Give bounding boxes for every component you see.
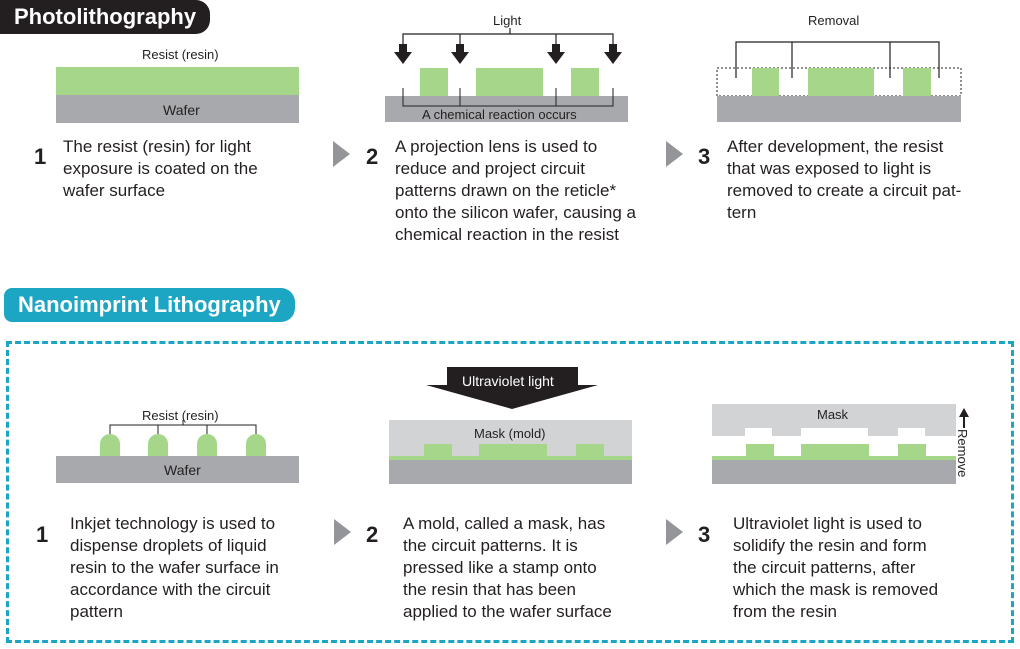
resist-block	[903, 68, 931, 96]
resist-block	[571, 68, 599, 96]
nanoimprint-frame	[6, 341, 1014, 643]
removal-label: Removal	[808, 13, 860, 28]
resin-pattern	[746, 444, 774, 456]
resist-layer	[56, 67, 299, 95]
resist-block	[752, 68, 779, 96]
mask-label: Mask	[817, 407, 849, 422]
step-arrow-icon	[333, 141, 350, 167]
photo-step1-text: The resist (resin) for light exposure is…	[63, 137, 258, 200]
photo-step2-text: A projection lens is used to reduce and …	[395, 137, 636, 244]
wafer-layer	[56, 456, 299, 483]
resist-block	[808, 68, 874, 96]
photo-step3-number: 3	[698, 144, 711, 169]
resin-layer	[389, 456, 632, 460]
nano-step2-number: 2	[366, 522, 379, 547]
photo-step1-number: 1	[34, 144, 47, 169]
mask-tooth	[772, 428, 801, 436]
resist-label: Resist (resin)	[142, 408, 219, 423]
mask-tooth	[925, 428, 956, 436]
photolithography-title: Photolithography	[0, 0, 211, 34]
remove-label: Remove	[955, 429, 970, 478]
uv-label: Ultraviolet light	[462, 373, 554, 389]
resist-block	[476, 68, 543, 96]
nano-step1-number: 1	[36, 522, 49, 547]
resin-pattern	[576, 444, 604, 456]
resin-pattern	[424, 444, 452, 456]
nanoimprint-title: Nanoimprint Lithography	[4, 288, 295, 322]
photo-step3-text: After development, the resist that was e…	[727, 137, 962, 222]
mask-mold-label: Mask (mold)	[474, 426, 546, 441]
nano-step2-text: A mold, called a mask, has the circuit p…	[403, 514, 612, 621]
resin-layer	[712, 456, 956, 460]
wafer-layer	[385, 96, 628, 122]
wafer-layer	[56, 95, 299, 123]
wafer-label: Wafer	[163, 102, 200, 118]
step-arrow-icon	[334, 519, 351, 545]
resin-pattern	[898, 444, 926, 456]
resin-pattern	[479, 444, 547, 456]
nano-step3-number: 3	[698, 522, 711, 547]
mask-tooth	[868, 428, 898, 436]
wafer-layer	[389, 460, 632, 484]
mask	[712, 404, 956, 428]
mask-tooth	[712, 428, 745, 436]
light-label: Light	[493, 13, 522, 28]
wafer-label: Wafer	[164, 462, 201, 478]
resist-block	[420, 68, 448, 96]
resin-pattern	[801, 444, 869, 456]
wafer-layer	[712, 460, 956, 484]
nano-step3-text: Ultraviolet light is used to solidify th…	[733, 514, 939, 621]
wafer-layer	[717, 96, 961, 122]
reaction-label: A chemical reaction occurs	[422, 107, 577, 122]
resist-label: Resist (resin)	[142, 47, 219, 62]
step-arrow-icon	[666, 519, 683, 545]
photo-step2-number: 2	[366, 144, 379, 169]
step-arrow-icon	[666, 141, 683, 167]
nano-step1-text: Inkjet technology is used to dispense dr…	[70, 514, 279, 621]
